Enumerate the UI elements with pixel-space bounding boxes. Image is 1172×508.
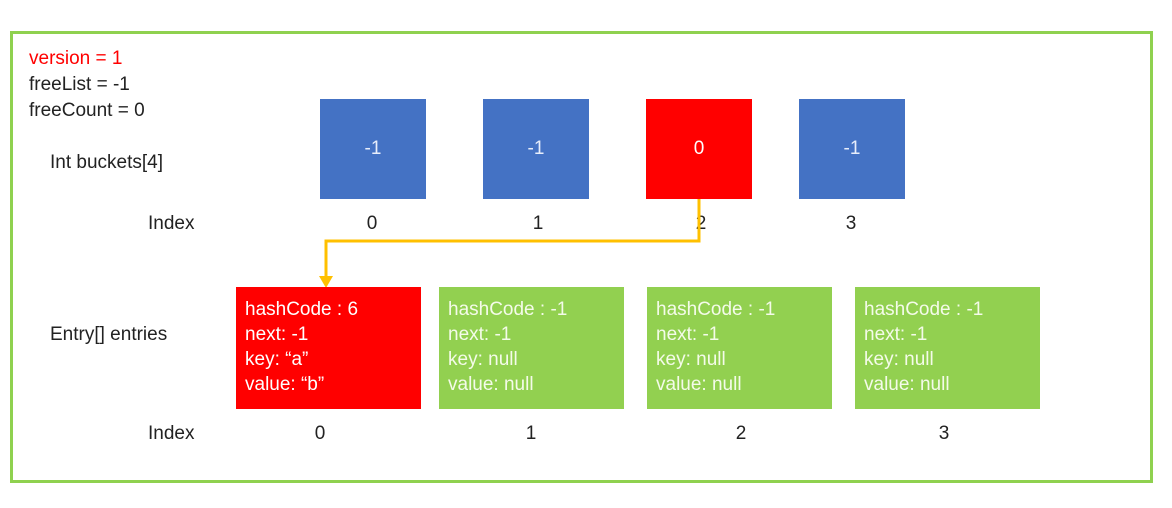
bucket-index-1: 1 <box>532 213 544 234</box>
entry-key: key: null <box>864 349 934 370</box>
entry-value: value: “b” <box>245 374 325 395</box>
freecount-text: freeCount = 0 <box>29 100 145 121</box>
entry-value: value: null <box>864 374 950 395</box>
entry-hashcode: hashCode : -1 <box>656 299 776 320</box>
entry-index-3: 3 <box>938 423 950 444</box>
bucket-2: 0 <box>646 99 752 199</box>
buckets-index-label: Index <box>148 213 195 234</box>
entry-0: hashCode : 6 next: -1 key: “a” value: “b… <box>236 287 421 409</box>
entry-value: value: null <box>448 374 534 395</box>
bucket-0: -1 <box>320 99 426 199</box>
bucket-index-0: 0 <box>366 213 378 234</box>
version-text: version = 1 <box>29 48 123 69</box>
diagram-frame <box>10 31 1153 483</box>
entry-next: next: -1 <box>656 324 720 345</box>
entry-2: hashCode : -1 next: -1 key: null value: … <box>647 287 832 409</box>
entry-3: hashCode : -1 next: -1 key: null value: … <box>855 287 1040 409</box>
entry-1: hashCode : -1 next: -1 key: null value: … <box>439 287 624 409</box>
entry-index-2: 2 <box>735 423 747 444</box>
entry-key: key: “a” <box>245 349 309 370</box>
entry-hashcode: hashCode : -1 <box>448 299 568 320</box>
arrow-head <box>319 276 333 288</box>
bucket-index-2: 2 <box>695 213 707 234</box>
entries-index-label: Index <box>148 423 195 444</box>
bucket-index-3: 3 <box>845 213 857 234</box>
freelist-text: freeList = -1 <box>29 74 130 95</box>
arrow-line <box>324 199 701 277</box>
entries-label: Entry[] entries <box>50 324 168 345</box>
entry-next: next: -1 <box>245 324 309 345</box>
entry-hashcode: hashCode : -1 <box>864 299 984 320</box>
entry-index-0: 0 <box>314 423 326 444</box>
entry-hashcode: hashCode : 6 <box>245 299 359 320</box>
entry-index-1: 1 <box>525 423 537 444</box>
entry-key: key: null <box>448 349 518 370</box>
entry-next: next: -1 <box>448 324 512 345</box>
bucket-1: -1 <box>483 99 589 199</box>
buckets-label: Int buckets[4] <box>50 152 164 173</box>
entry-next: next: -1 <box>864 324 928 345</box>
bucket-3: -1 <box>799 99 905 199</box>
entry-key: key: null <box>656 349 726 370</box>
entry-value: value: null <box>656 374 742 395</box>
